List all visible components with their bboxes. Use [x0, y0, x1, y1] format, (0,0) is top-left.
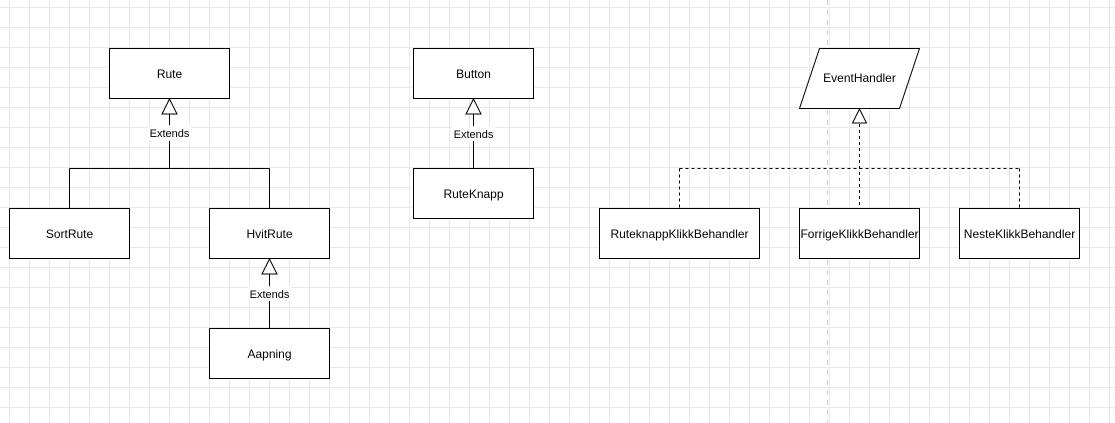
class-sort-rute[interactable]: SortRute: [9, 208, 130, 259]
hvit-rute-edge-label-bg: [248, 287, 291, 301]
class-ruteknapp-klikk-behandler[interactable]: RuteknappKlikkBehandler: [599, 208, 760, 259]
interface-event-handler[interactable]: EventHandler: [798, 48, 921, 109]
class-ruteknapp-klikk-behandler-label: RuteknappKlikkBehandler: [610, 227, 748, 241]
class-rute-knapp-label: RuteKnapp: [443, 187, 503, 201]
class-button-label: Button: [456, 67, 491, 81]
class-aapning[interactable]: Aapning: [209, 328, 330, 379]
class-neste-klikk-behandler[interactable]: NesteKlikkBehandler: [959, 208, 1080, 259]
class-forrige-klikk-behandler-label: ForrigeKlikkBehandler: [800, 227, 918, 241]
button-edge-label-bg: [452, 127, 495, 141]
class-sort-rute-label: SortRute: [46, 227, 94, 241]
class-hvit-rute[interactable]: HvitRute: [209, 208, 330, 259]
rute-edge-label-bg: [148, 126, 191, 140]
rute-edge-label: Extends: [150, 128, 190, 140]
class-aapning-label: Aapning: [247, 347, 291, 361]
class-rute[interactable]: Rute: [109, 48, 230, 99]
event-handler-realization-edge: [679, 124, 1020, 208]
class-rute-label: Rute: [157, 67, 183, 81]
interface-event-handler-label: EventHandler: [823, 71, 896, 85]
hvit-rute-edge-label: Extends: [250, 289, 290, 301]
class-hvit-rute-label: HvitRute: [246, 227, 292, 241]
event-handler-realization-arrowhead: [851, 107, 868, 124]
class-forrige-klikk-behandler[interactable]: ForrigeKlikkBehandler: [799, 208, 920, 259]
rute-generalization-edge: [69, 114, 270, 208]
button-edge-label: Extends: [454, 129, 494, 141]
button-inheritance-arrowhead: [465, 97, 482, 115]
class-button[interactable]: Button: [413, 48, 534, 99]
hvit-rute-inheritance-arrowhead: [261, 257, 278, 275]
class-rute-knapp[interactable]: RuteKnapp: [413, 168, 534, 219]
rute-inheritance-arrowhead: [161, 97, 178, 115]
class-neste-klikk-behandler-label: NesteKlikkBehandler: [964, 227, 1075, 241]
